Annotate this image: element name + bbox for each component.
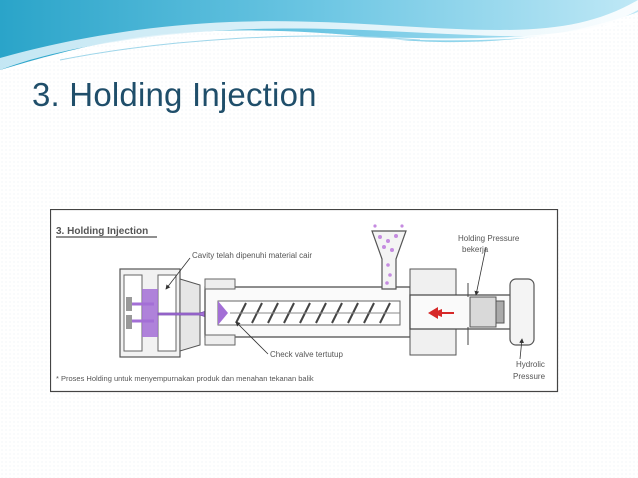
label-hydrolic: Hydrolic	[516, 360, 545, 369]
hydraulic-cylinder	[409, 268, 535, 356]
label-check-valve: Check valve tertutup	[270, 350, 343, 359]
screw	[230, 302, 400, 324]
diagram-heading: 3. Holding Injection	[56, 226, 148, 237]
label-pressure: Pressure	[513, 372, 546, 381]
label-holding-bekerja: bekerja	[462, 245, 489, 254]
cavity-material	[142, 289, 158, 337]
barrel	[204, 278, 411, 346]
injection-molding-diagram: 3. Holding Injection	[50, 209, 559, 393]
label-cavity: Cavity telah dipenuhi material cair	[192, 251, 312, 260]
header-wave-decoration	[0, 0, 638, 73]
label-holding-pressure: Holding Pressure	[458, 234, 520, 243]
hopper	[371, 224, 407, 290]
mould	[119, 268, 201, 358]
diagram-note: * Proses Holding untuk menyempurnakan pr…	[56, 374, 314, 383]
slide-title: 3. Holding Injection	[32, 76, 317, 113]
